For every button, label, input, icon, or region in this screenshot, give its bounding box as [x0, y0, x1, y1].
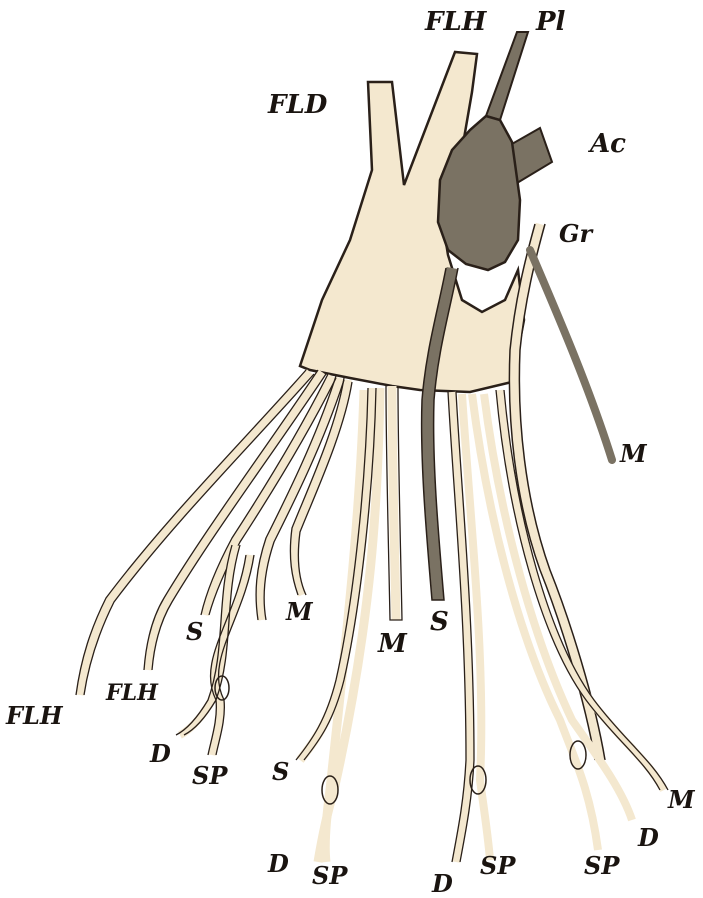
label-d-center: D — [431, 869, 453, 898]
label-s-center: S — [430, 607, 449, 637]
label-sp-right: SP — [584, 851, 620, 880]
label-flh-bottom: FLH — [105, 680, 159, 706]
label-sp-mid: SP — [312, 861, 348, 890]
label-d-left: D — [149, 739, 171, 768]
label-d-right: D — [637, 823, 659, 852]
label-pl: Pl — [535, 7, 566, 37]
left-strands — [80, 372, 348, 695]
gr-tendon-outline-b — [519, 224, 605, 760]
label-sp-center: SP — [480, 851, 516, 880]
plantaris-band — [486, 32, 528, 120]
label-fld: FLD — [267, 90, 328, 120]
label-gr: Gr — [559, 219, 594, 248]
label-m-far-right: M — [667, 785, 696, 814]
dark-slip-m — [530, 250, 612, 460]
label-ac: Ac — [587, 129, 626, 159]
label-d-mid: D — [267, 849, 289, 878]
label-m-center: M — [377, 629, 408, 659]
label-s-left: S — [186, 617, 203, 646]
chiasma-knots — [215, 676, 586, 804]
label-m-left: M — [285, 597, 314, 626]
label-s-lower: S — [272, 757, 289, 786]
label-sp-left: SP — [192, 761, 228, 790]
label-flh-bottom-left: FLH — [5, 701, 64, 730]
label-flh-top: FLH — [424, 7, 488, 37]
label-m-right: M — [619, 439, 648, 468]
